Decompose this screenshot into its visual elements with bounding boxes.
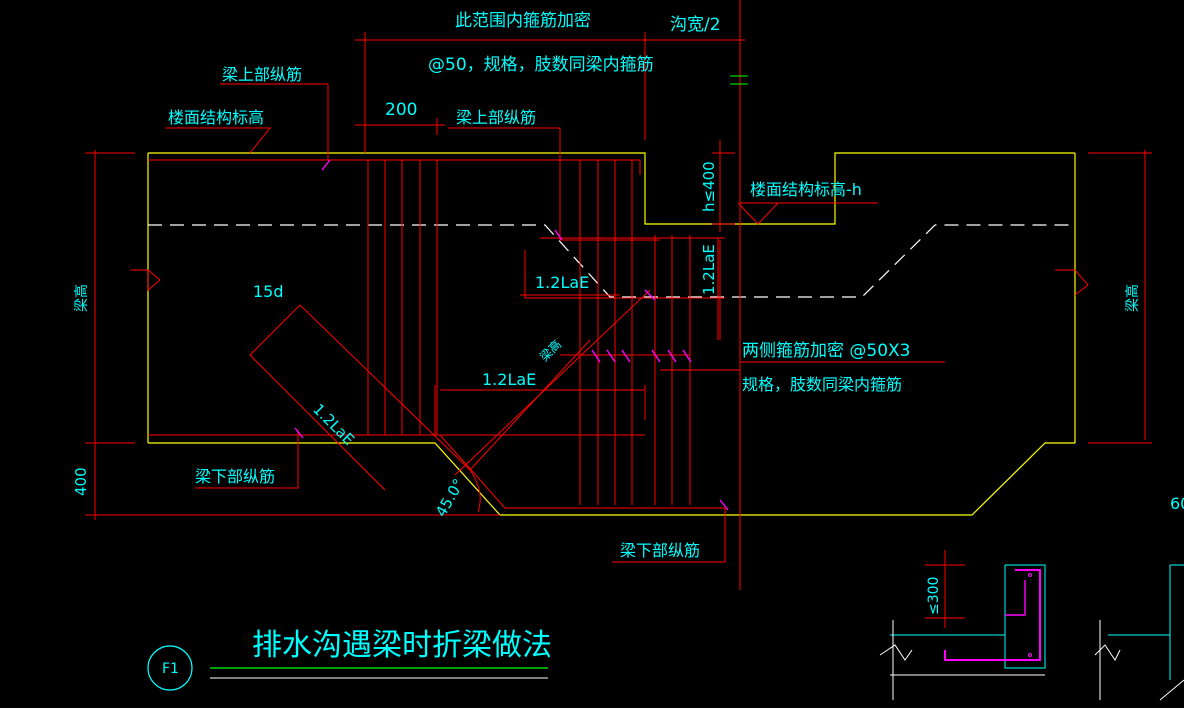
dimension-ticks (294, 159, 729, 511)
beam-outline (147, 152, 1076, 516)
title-block (147, 645, 548, 691)
dim-300-label: ≤300 (926, 577, 942, 615)
floor-level-h-label: 楼面结构标高-h (750, 180, 862, 199)
d15-label: 15d (253, 282, 284, 301)
stirrup-spec-label: @50，规格，肢数同梁内箍筋 (428, 55, 654, 75)
lae-mid-label: 1.2LaE (482, 370, 536, 389)
dashed-hidden-lines (148, 224, 1075, 298)
beam-height-right-label: 梁高 (1124, 284, 1141, 312)
beam-height-left-label: 梁高 (73, 284, 90, 312)
angle-label: 45.0° (432, 476, 468, 520)
lae-diag-label: 1.2LaE (309, 400, 358, 449)
drawing-title: 排水沟遇梁时折梁做法 (252, 628, 552, 663)
lae-vertical-label: 1.2LaE (700, 244, 718, 295)
beam-height-diag-label: 梁高 (537, 337, 565, 365)
side-stirrup-label: 两侧箍筋加密 @50X3 (742, 341, 911, 361)
h-le-400-label: h≤400 (700, 161, 718, 212)
bottom-bar-label-2: 梁下部纵筋 (620, 541, 700, 560)
top-bar-label-1: 梁上部纵筋 (222, 65, 302, 84)
detail-tag: F1 (162, 661, 179, 677)
dim-200-label: 200 (385, 100, 417, 120)
trench-half-label: 沟宽/2 (670, 15, 721, 35)
lae-upper-label: 1.2LaE (535, 273, 589, 292)
section-detail (879, 550, 1184, 701)
partial-60-label: 60 (1170, 494, 1184, 513)
side-stirrup-spec-label: 规格，肢数同梁内箍筋 (742, 375, 902, 394)
bottom-bar-label-1: 梁下部纵筋 (195, 467, 275, 486)
detail-tag-circle (147, 645, 193, 691)
stirrup-zone-label: 此范围内箍筋加密 (455, 11, 591, 31)
break-marks (730, 75, 748, 85)
floor-level-label: 楼面结构标高 (168, 108, 264, 127)
top-bar-label-2: 梁上部纵筋 (456, 108, 536, 127)
rebar-and-dimensions (85, 0, 1152, 590)
dim-400-label: 400 (72, 467, 90, 496)
